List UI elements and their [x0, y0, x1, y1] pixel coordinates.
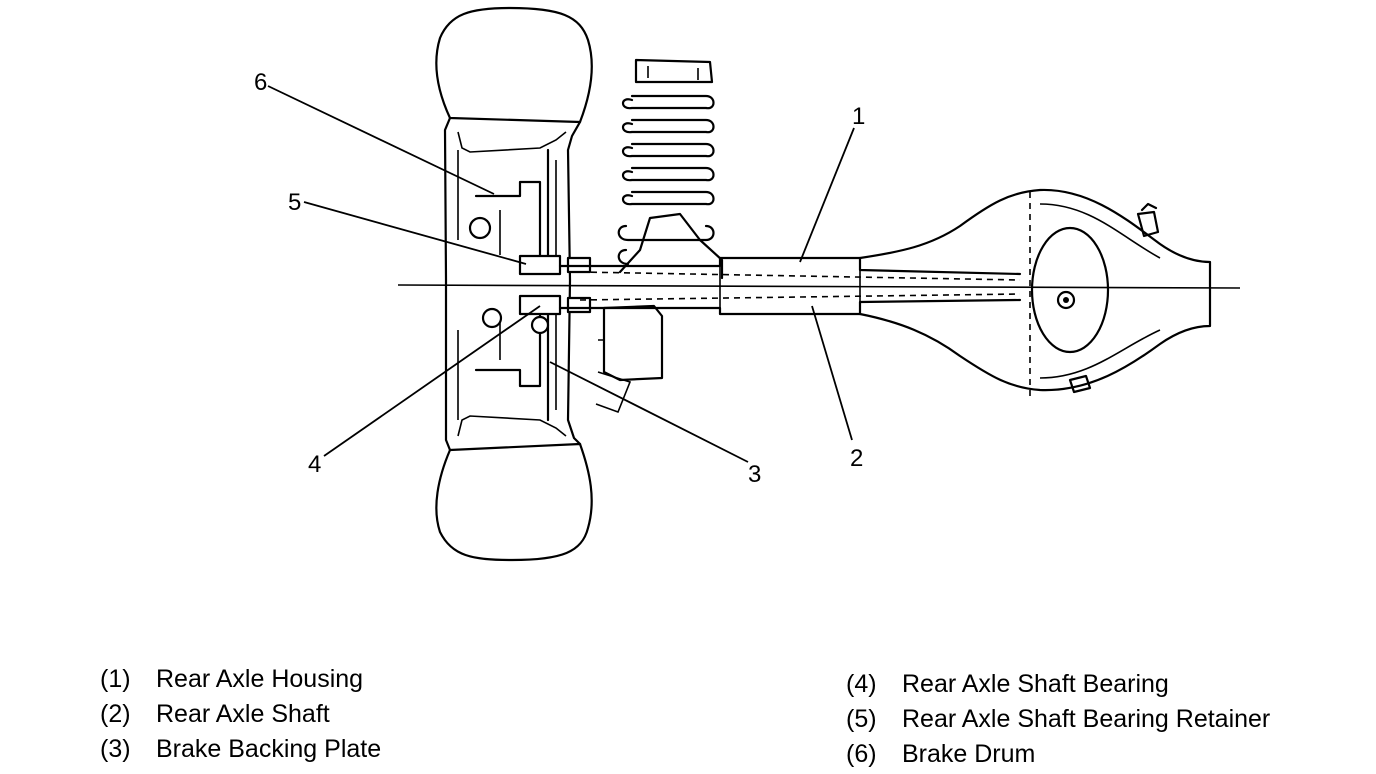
horizontal-centerline: [397, 284, 1241, 289]
legend-number: (1): [100, 665, 131, 693]
axle-housing-tube: [558, 256, 1022, 316]
leader-3: [549, 361, 749, 463]
legend-label: Brake Drum: [902, 740, 1036, 768]
legend-left: (1) Rear Axle Housing (2) Rear Axle Shaf…: [100, 662, 381, 767]
leader-4: [323, 305, 541, 457]
axle-bearing-block: [518, 294, 562, 316]
legend-right: (4) Rear Axle Shaft Bearing (5) Rear Axl…: [846, 667, 1270, 772]
lower-tire: [435, 442, 593, 562]
legend-label: Rear Axle Housing: [156, 665, 364, 693]
legend-label: Rear Axle Shaft Bearing Retainer: [902, 705, 1271, 733]
leader-2: [811, 305, 853, 441]
leader-1: [799, 127, 855, 263]
rear-axle-diagram: 1 2 3 4 5 6: [254, 6, 1241, 562]
bearing-retainer-block: [518, 254, 562, 276]
callout-3: 3: [748, 461, 761, 488]
legend-item: (3) Brake Backing Plate: [100, 732, 381, 767]
legend-number: (6): [846, 740, 877, 768]
differential-housing: [858, 188, 1212, 392]
vent-fitting: [1136, 202, 1160, 238]
coil-spring: [617, 58, 715, 266]
legend-label: Rear Axle Shaft Bearing: [902, 670, 1169, 698]
shock-bracket: [602, 304, 664, 382]
legend-item: (4) Rear Axle Shaft Bearing: [846, 667, 1270, 702]
rear-axle-shaft: [579, 271, 1021, 301]
legend-item: (5) Rear Axle Shaft Bearing Retainer: [846, 702, 1270, 737]
callout-4: 4: [308, 451, 321, 478]
legend-item: (1) Rear Axle Housing: [100, 662, 381, 697]
legend-item: (6) Brake Drum: [846, 737, 1270, 772]
legend-label: Rear Axle Shaft: [156, 700, 330, 728]
legend-item: (2) Rear Axle Shaft: [100, 697, 381, 732]
legend-number: (5): [846, 705, 877, 733]
leader-6: [267, 85, 495, 195]
brake-drum: [474, 180, 542, 388]
legend-number: (3): [100, 735, 131, 763]
legend-number: (2): [100, 700, 131, 728]
wheel-rim: [443, 116, 582, 452]
differential-cover: [1030, 226, 1110, 354]
leader-5: [303, 201, 527, 265]
callout-5: 5: [288, 189, 301, 216]
upper-tire: [435, 6, 593, 124]
callout-1: 1: [852, 103, 865, 130]
spring-seat: [618, 212, 724, 280]
legend-number: (4): [846, 670, 877, 698]
callout-6: 6: [254, 69, 267, 96]
callout-2: 2: [850, 445, 863, 472]
legend-label: Brake Backing Plate: [156, 735, 382, 763]
